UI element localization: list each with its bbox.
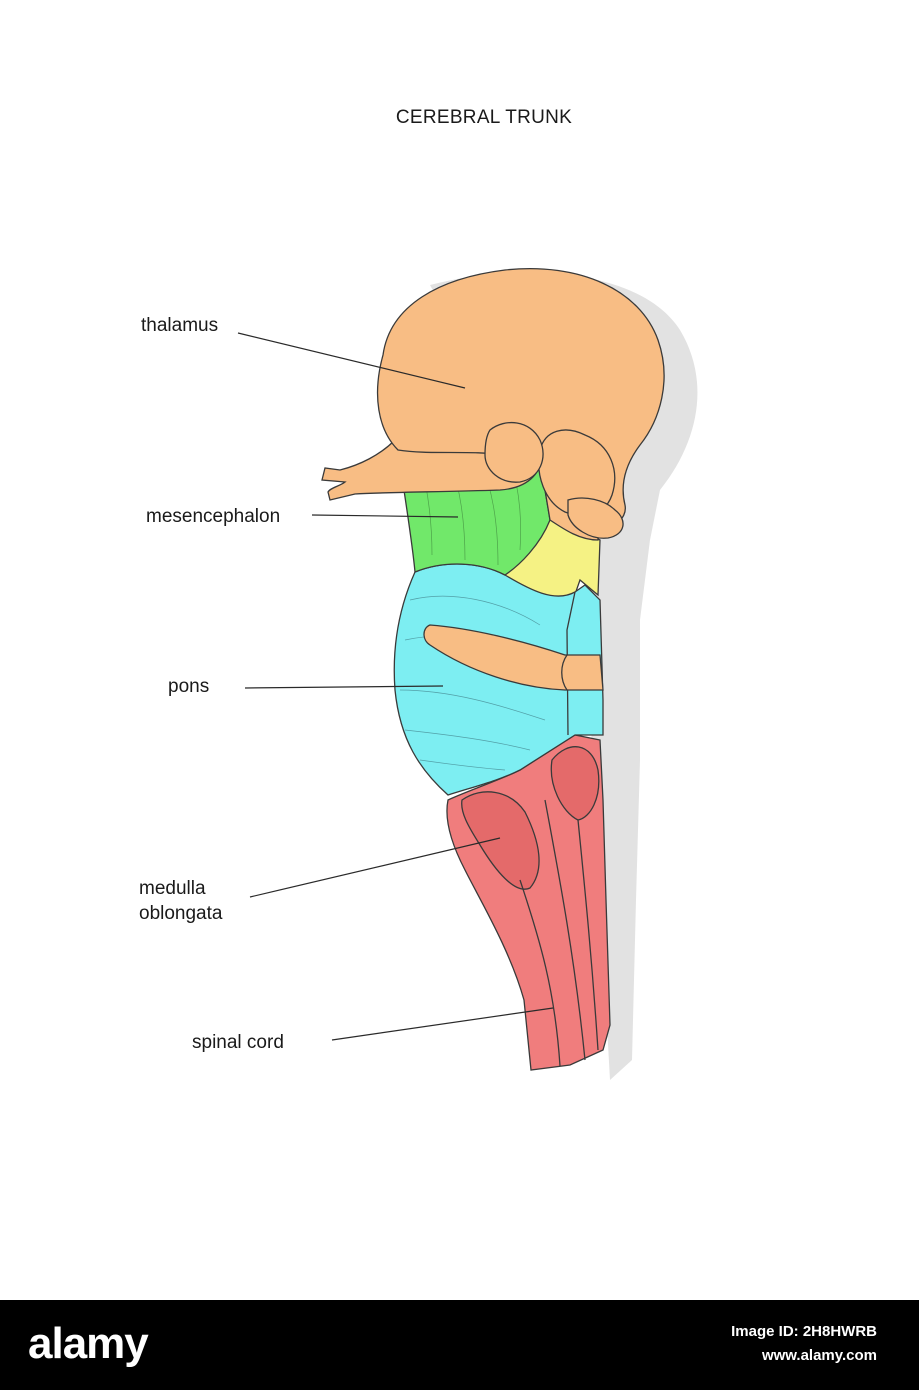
diagram-title: CEREBRAL TRUNK <box>396 107 572 128</box>
diagram-canvas: CEREBRAL TRUNK <box>0 0 919 1300</box>
alamy-logo: alamy <box>28 1318 188 1372</box>
label-mesencephalon: mesencephalon <box>146 506 280 527</box>
leader-spinal-cord <box>332 1008 553 1040</box>
stock-footer: alamy Image ID: 2H8HWRB www.alamy.com <box>0 1300 919 1390</box>
site-url[interactable]: www.alamy.com <box>731 1344 877 1368</box>
label-medulla-line1: medulla <box>139 878 206 899</box>
image-id-block: Image ID: 2H8HWRB www.alamy.com <box>731 1320 877 1368</box>
leader-medulla <box>250 838 500 897</box>
label-spinal-cord: spinal cord <box>192 1032 284 1053</box>
thalamus-fold <box>485 423 543 483</box>
label-pons: pons <box>168 676 209 697</box>
label-medulla-line2: oblongata <box>139 903 223 924</box>
svg-text:alamy: alamy <box>28 1319 149 1368</box>
image-id-text: Image ID: 2H8HWRB <box>731 1320 877 1344</box>
brainstem-diagram: CEREBRAL TRUNK <box>0 0 919 1300</box>
label-thalamus: thalamus <box>141 315 218 336</box>
